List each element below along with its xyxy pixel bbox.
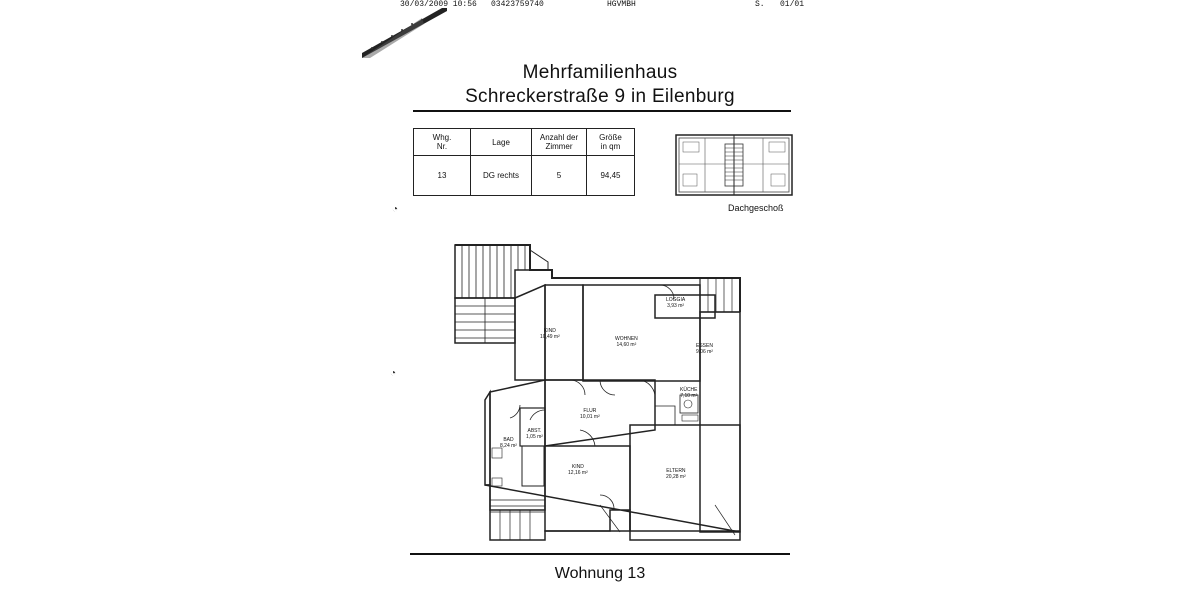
cell-zimmer: 5: [531, 155, 587, 196]
table-header-row: Whg. Nr. Lage Anzahl der Zimmer Größe in…: [413, 128, 635, 156]
fax-page-label: S.: [755, 0, 765, 9]
punch-mark-top: ◔: [392, 204, 399, 215]
header-groesse: Größe in qm: [586, 128, 635, 156]
header-zimmer: Anzahl der Zimmer: [531, 128, 587, 156]
scan-noise-mark: [362, 8, 447, 58]
cell-groesse: 94,45: [586, 155, 635, 196]
fax-sender: HGVMBH: [607, 0, 636, 9]
header-lage: Lage: [470, 128, 532, 156]
title-divider: [413, 110, 791, 112]
fax-page-count: 01/01: [780, 0, 805, 9]
fax-header: 30/03/2009 10:56 03423759740 HGVMBH S. 0…: [400, 0, 804, 10]
title-line-2: Schreckerstraße 9 in Eilenburg: [465, 86, 735, 107]
fax-datetime: 30/03/2009 10:56: [400, 0, 477, 9]
title-line-1: Mehrfamilienhaus: [522, 62, 678, 83]
apartment-title: Wohnung 13: [554, 565, 646, 582]
punch-mark-bottom: ◔: [390, 368, 397, 379]
cell-whg-nr: 13: [413, 155, 471, 196]
thumbnail-caption: Dachgeschoß: [728, 203, 784, 213]
fax-number: 03423759740: [491, 0, 544, 9]
floor-plan-drawing: [454, 244, 741, 541]
header-whg-nr: Whg. Nr.: [413, 128, 471, 156]
apartment-info-table: Whg. Nr. Lage Anzahl der Zimmer Größe in…: [413, 128, 635, 196]
room-label-abst: ABST.1,05 m²: [526, 428, 543, 440]
floor-thumbnail: [675, 134, 793, 196]
table-row: 13 DG rechts 5 94,45: [413, 155, 635, 196]
cell-lage: DG rechts: [470, 155, 532, 196]
footer-divider: [410, 553, 790, 555]
document-title: Mehrfamilienhaus Schreckerstraße 9 in Ei…: [410, 62, 790, 108]
